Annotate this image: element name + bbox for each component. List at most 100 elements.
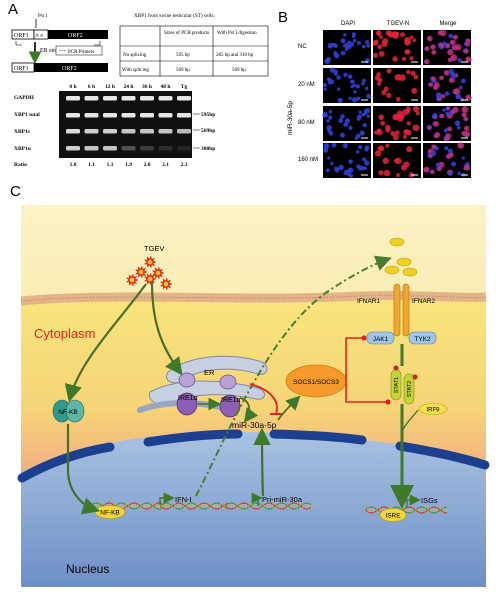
nucleus-region <box>21 431 486 587</box>
ire1a-2: IRE1α <box>219 374 241 418</box>
ire1a-label: IRE1α <box>178 395 198 402</box>
gel-band <box>66 113 80 118</box>
table-cell: With splicing <box>122 68 149 73</box>
ratio-value: 1.1 <box>88 162 95 168</box>
col-label-dapi: DAPI <box>341 21 355 27</box>
gel-band <box>140 129 154 134</box>
ire1a-1: IRE1α <box>176 372 198 416</box>
microscopy-grid <box>322 29 472 178</box>
pathway-arrows <box>64 255 421 515</box>
gel-band <box>84 146 99 151</box>
merge-image <box>423 29 472 65</box>
gel-band <box>121 96 136 101</box>
tyk2-box <box>408 331 437 345</box>
dapi-image <box>323 30 371 65</box>
stat2-label: STAT2 <box>407 381 413 397</box>
gel-band <box>121 146 136 151</box>
dapi-image <box>322 67 372 103</box>
jak1-label: JAK1 <box>373 336 389 343</box>
virion-icon <box>151 266 165 280</box>
gel-column-label: 12 h <box>105 84 115 90</box>
gel-band <box>66 96 80 101</box>
gel-band <box>103 129 117 134</box>
virion-icon <box>143 272 157 286</box>
isgs-label: ISGs <box>421 496 438 505</box>
orf2-bottom: ORF2 <box>62 66 77 72</box>
panel-a: A Pst I ORF1 26 nt ORF2 ER stress PCR Pr… <box>8 1 269 168</box>
nfkb-nuc-label: NF-KB <box>100 510 120 517</box>
gel-band <box>158 113 173 118</box>
virion-icon <box>143 255 157 269</box>
tgev-n-image <box>373 143 421 178</box>
table-cell: 569 bp <box>232 68 246 73</box>
table-cell: No splicing <box>123 53 147 58</box>
ratio-label: Ratio <box>14 162 27 168</box>
gel-band <box>121 113 136 118</box>
nuclear-envelope <box>17 429 490 483</box>
gel-band <box>158 129 173 134</box>
ratio-value: 1.1 <box>107 162 114 168</box>
virion-icon <box>159 277 173 291</box>
ifnar1-label: IFNAR1 <box>357 298 381 305</box>
panel-a-letter: A <box>8 1 18 18</box>
row-label-nc: NC <box>298 44 307 50</box>
gel-band <box>84 113 99 118</box>
gel-size-label: 595bp <box>201 112 215 118</box>
tgev-n-image <box>372 29 421 65</box>
gel-column-label: Tg <box>181 84 188 90</box>
stat1-label: STAT1 <box>394 377 400 393</box>
gel-row-label: XBP1s <box>14 129 30 135</box>
gel-row-label: GAPDH <box>14 95 35 101</box>
panel-c: C ER IRE1α <box>10 183 490 587</box>
gel-band <box>140 146 154 151</box>
gel-band <box>140 113 154 118</box>
pst-label: Pst I <box>38 14 47 19</box>
ire1a-label: IRE1α <box>221 397 241 404</box>
tgev-virions: TGEV <box>125 244 173 291</box>
gel-row-label: XBP1 total <box>14 112 40 118</box>
y-label-mir: miR-30a-5p <box>287 101 294 135</box>
er-label: ER <box>204 368 215 377</box>
gel-band <box>66 146 80 151</box>
ifnar2-label: IFNAR2 <box>412 298 436 305</box>
xbp1-schematic: Pst I ORF1 26 nt ORF2 ER stress PCR Prim… <box>11 14 108 73</box>
table-cell: 595 bp <box>176 53 190 58</box>
ratio-value: 2.0 <box>144 162 151 168</box>
irf9-ellipse <box>418 403 448 415</box>
nfkb-cytoplasmic: NF-KB <box>52 399 85 423</box>
virion-icon <box>134 265 148 279</box>
isre-label: ISRE <box>385 513 401 520</box>
pri-mir-label: Pri-miR-30a <box>262 495 303 504</box>
panel-b: B DAPI TGEV-N Merge miR-30a-5p NC 20 nM … <box>278 9 472 178</box>
gel-size-label: 569bp <box>201 128 215 134</box>
row-label-80nm: 80 nM <box>298 120 315 126</box>
gel-band <box>177 146 191 151</box>
gel-band <box>121 129 136 134</box>
er-stress-label: ER stress <box>40 48 63 54</box>
jak1-box <box>366 331 395 345</box>
gel-band <box>158 96 173 101</box>
gel-band <box>140 96 154 101</box>
gel-row-label: XBP1u <box>14 146 31 152</box>
gel-band <box>84 129 99 134</box>
table-cell: 569 bp <box>176 68 190 73</box>
gel-column-label: 48 h <box>161 84 171 90</box>
tgev-n-image <box>373 68 421 103</box>
box-26nt: 26 nt <box>35 33 44 38</box>
orf1-top: ORF1 <box>14 33 29 39</box>
gel-band <box>103 146 117 151</box>
panel-c-letter: C <box>10 183 21 200</box>
nucleus-label: Nucleus <box>66 562 109 576</box>
table-cell: 285 bp and 310 bp <box>216 53 254 58</box>
ifnar-receptor: IFNAR1 IFNAR2 <box>357 283 436 337</box>
merge-image <box>423 105 471 142</box>
ifn-label: IFN-I <box>175 495 192 504</box>
cytoplasm-label: Cytoplasm <box>34 326 95 341</box>
mir-label: miR-30a-5p <box>232 420 277 430</box>
gel-band <box>103 113 117 118</box>
socs-label: SOCS1/SOCS3 <box>293 379 339 386</box>
virion-icon <box>125 273 139 287</box>
gel-column-label: 6 h <box>88 84 95 90</box>
